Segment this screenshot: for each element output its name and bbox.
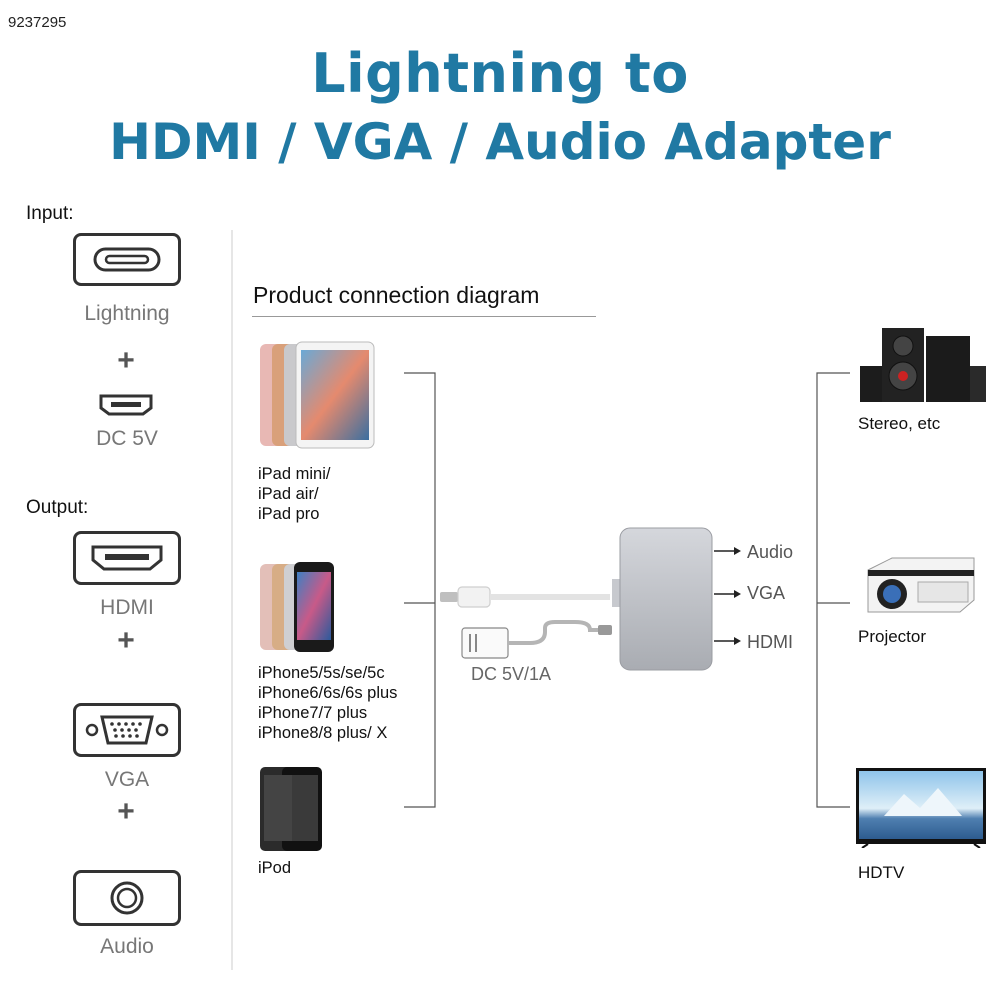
plus-sign: + — [117, 624, 135, 657]
lightning-label: Lightning — [84, 302, 170, 325]
output-heading: Output: — [26, 497, 89, 518]
dc5v-label: DC 5V — [96, 427, 158, 450]
ipad-models: iPad mini/ iPad air/ iPad pro — [258, 465, 331, 523]
hdtv-image — [854, 766, 988, 853]
diagram-title: Product connection diagram — [253, 282, 540, 308]
product-id: 9237295 — [8, 14, 67, 31]
plus-sign: + — [117, 344, 135, 377]
hdmi-label: HDMI — [100, 596, 154, 619]
iphone-image — [258, 562, 338, 659]
power-brick — [461, 627, 509, 659]
output-audio-label: Audio — [747, 542, 794, 562]
title-line-1: Lightning to — [311, 42, 689, 105]
lightning-tip — [440, 592, 458, 602]
vga-label: VGA — [104, 768, 150, 791]
dc-port-icon — [98, 393, 154, 422]
input-heading: Input: — [26, 203, 74, 224]
adapter-body — [619, 527, 713, 671]
hdmi-port-icon — [73, 531, 181, 585]
output-vga-label: VGA — [747, 583, 786, 603]
output-hdmi-label: HDMI — [747, 632, 793, 652]
power-cable — [508, 620, 612, 645]
audio-port-icon — [73, 870, 181, 926]
device-bracket — [404, 372, 436, 808]
ipod-model: iPod — [258, 859, 292, 877]
hdtv-label: HDTV — [858, 863, 905, 882]
plus-sign: + — [117, 795, 135, 828]
audio-label: Audio — [100, 935, 154, 958]
vga-port-icon — [73, 703, 181, 757]
panel-divider — [231, 230, 233, 970]
lightning-plug — [457, 586, 491, 608]
power-label: DC 5V/1A — [471, 664, 552, 684]
ipod-image — [258, 765, 324, 858]
lightning-port-icon — [73, 233, 181, 286]
stereo-label: Stereo, etc — [858, 414, 941, 433]
iphone-models: iPhone5/5s/se/5c iPhone6/6s/6s plus iPho… — [258, 664, 398, 742]
destination-bracket — [816, 372, 850, 808]
ipad-image — [258, 340, 378, 455]
projector-image — [862, 556, 980, 623]
diagram-title-underline — [252, 316, 596, 317]
stereo-image — [858, 326, 988, 409]
title-line-2: HDMI / VGA / Audio Adapter — [109, 113, 891, 171]
projector-label: Projector — [858, 627, 927, 646]
